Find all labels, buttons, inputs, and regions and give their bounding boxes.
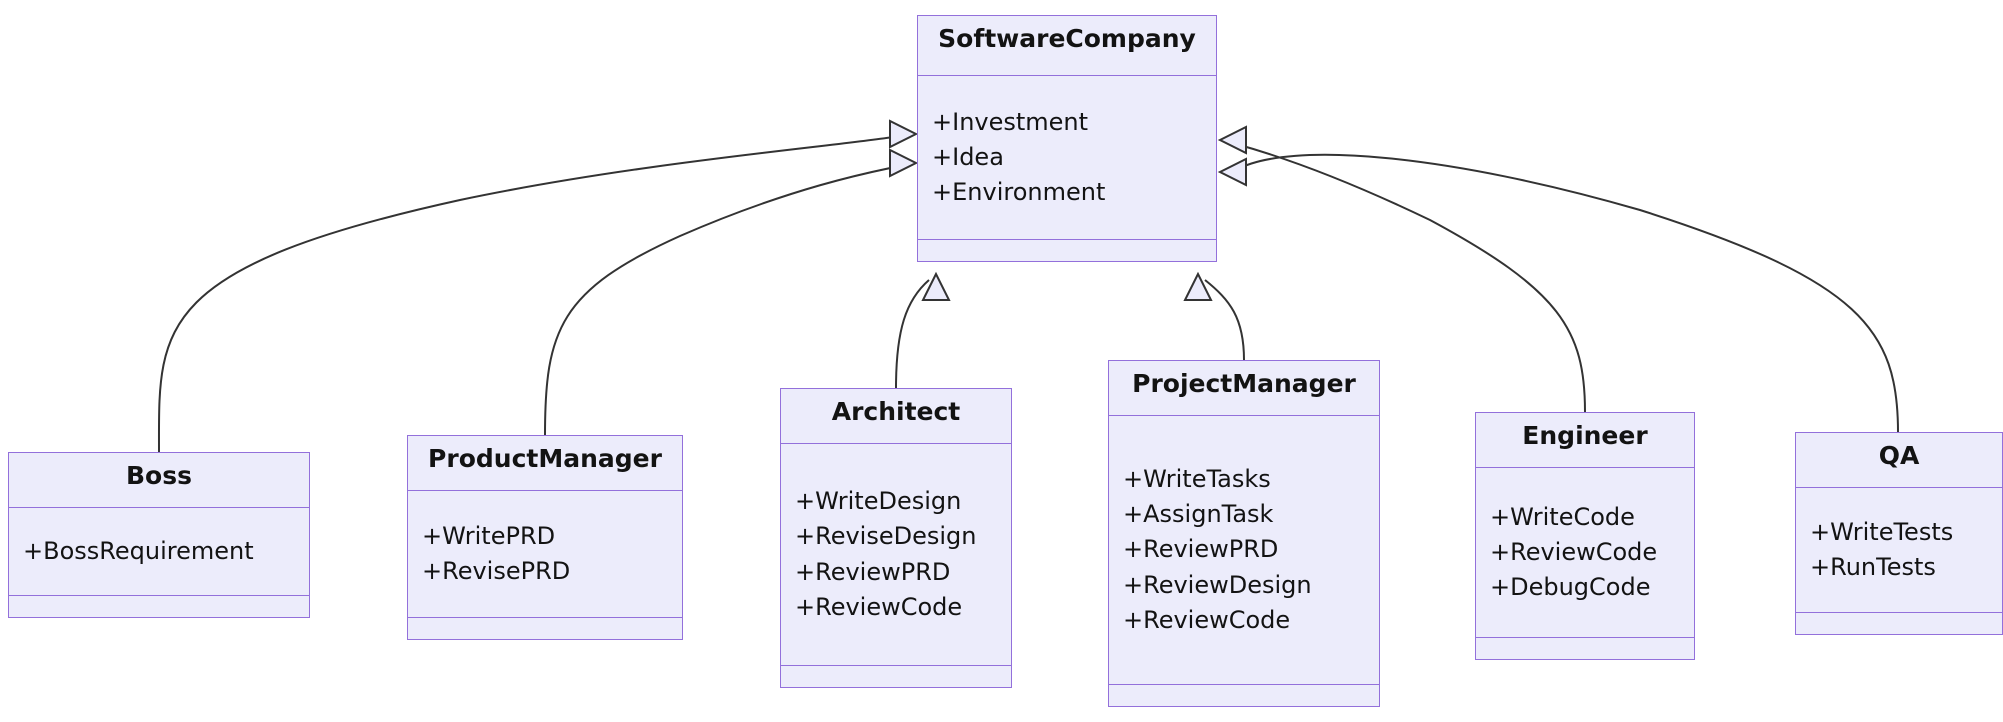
uml-class-name-boss: Boss xyxy=(9,453,309,508)
uml-methods-boss xyxy=(9,596,309,617)
uml-class-architect[interactable]: Architect +WriteDesign +ReviseDesign +Revie… xyxy=(780,388,1012,688)
generalization-arrowhead-architect xyxy=(921,271,951,301)
uml-attributes-engineer: +WriteCode +ReviewCode +DebugCode xyxy=(1476,468,1694,638)
uml-attributes-architect: +WriteDesign +ReviseDesign +ReviewPRD +Revi… xyxy=(781,444,1011,666)
uml-attributes-projectmanager: +WriteTasks +AssignTask +ReviewPRD +ReviewD… xyxy=(1109,416,1379,685)
uml-attributes-boss: +BossRequirement xyxy=(9,508,309,596)
uml-methods-qa xyxy=(1796,613,2002,634)
uml-attribute: +RevisePRD xyxy=(422,557,571,585)
uml-attribute: +ReviseDesign xyxy=(795,522,977,551)
uml-attribute: +WritePRD xyxy=(422,521,556,550)
generalization-arrowhead-projectmanager xyxy=(1183,271,1213,301)
uml-methods-architect xyxy=(781,666,1011,687)
uml-attribute: +BossRequirement xyxy=(23,536,254,565)
generalization-arrowhead-boss xyxy=(889,119,919,149)
generalization-arrowhead-qa xyxy=(1217,157,1247,187)
uml-class-projectmanager[interactable]: ProjectManager +WriteTasks +AssignTask +Rev… xyxy=(1108,360,1380,707)
uml-class-engineer[interactable]: Engineer +WriteCode +ReviewCode +DebugCode xyxy=(1475,412,1695,660)
uml-attribute: +Investment xyxy=(932,107,1089,136)
uml-attribute: +ReviewCode xyxy=(795,592,963,621)
uml-class-name-architect: Architect xyxy=(781,389,1011,444)
uml-class-productmanager[interactable]: ProductManager +WritePRD +RevisePRD xyxy=(407,435,683,640)
uml-attribute: +ReviewCode xyxy=(1123,605,1291,634)
uml-attribute: +ReviewCode xyxy=(1490,537,1658,566)
uml-attributes-softwarecompany: +Investment +Idea +Environment xyxy=(918,76,1216,240)
uml-attribute: +WriteDesign xyxy=(795,486,962,515)
uml-attribute: +WriteCode xyxy=(1490,502,1635,531)
generalization-arrowhead-productmanager xyxy=(889,148,919,178)
uml-attribute: +ReviewPRD xyxy=(1123,535,1279,564)
uml-attribute: +RunTests xyxy=(1810,553,1936,581)
uml-methods-projectmanager xyxy=(1109,685,1379,706)
uml-class-qa[interactable]: QA +WriteTests +RunTests xyxy=(1795,432,2003,635)
uml-attribute: +ReviewPRD xyxy=(795,557,951,586)
uml-class-name-productmanager: ProductManager xyxy=(408,436,682,491)
uml-class-name-projectmanager: ProjectManager xyxy=(1109,361,1379,416)
uml-attribute: +WriteTests xyxy=(1810,517,1954,546)
generalization-arrowhead-engineer xyxy=(1217,125,1247,155)
generalization-edge-architect xyxy=(895,279,930,389)
uml-attribute: +WriteTasks xyxy=(1123,464,1271,493)
uml-attribute: +Idea xyxy=(932,142,1004,171)
uml-attribute: +DebugCode xyxy=(1490,573,1651,602)
uml-methods-softwarecompany xyxy=(918,240,1216,261)
uml-attribute: +Environment xyxy=(932,178,1106,207)
uml-methods-productmanager xyxy=(408,618,682,639)
uml-attribute: +AssignTask xyxy=(1123,500,1274,529)
generalization-edge-projectmanager xyxy=(1204,279,1245,361)
uml-methods-engineer xyxy=(1476,638,1694,659)
uml-class-name-softwarecompany: SoftwareCompany xyxy=(918,16,1216,76)
uml-class-name-qa: QA xyxy=(1796,433,2002,488)
uml-attribute: +ReviewDesign xyxy=(1123,570,1312,599)
uml-class-softwarecompany[interactable]: SoftwareCompany +Investment +Idea +Environm… xyxy=(917,15,1217,262)
uml-attributes-productmanager: +WritePRD +RevisePRD xyxy=(408,491,682,618)
uml-class-boss[interactable]: Boss +BossRequirement xyxy=(8,452,310,618)
uml-attributes-qa: +WriteTests +RunTests xyxy=(1796,488,2002,613)
uml-class-name-engineer: Engineer xyxy=(1476,413,1694,468)
